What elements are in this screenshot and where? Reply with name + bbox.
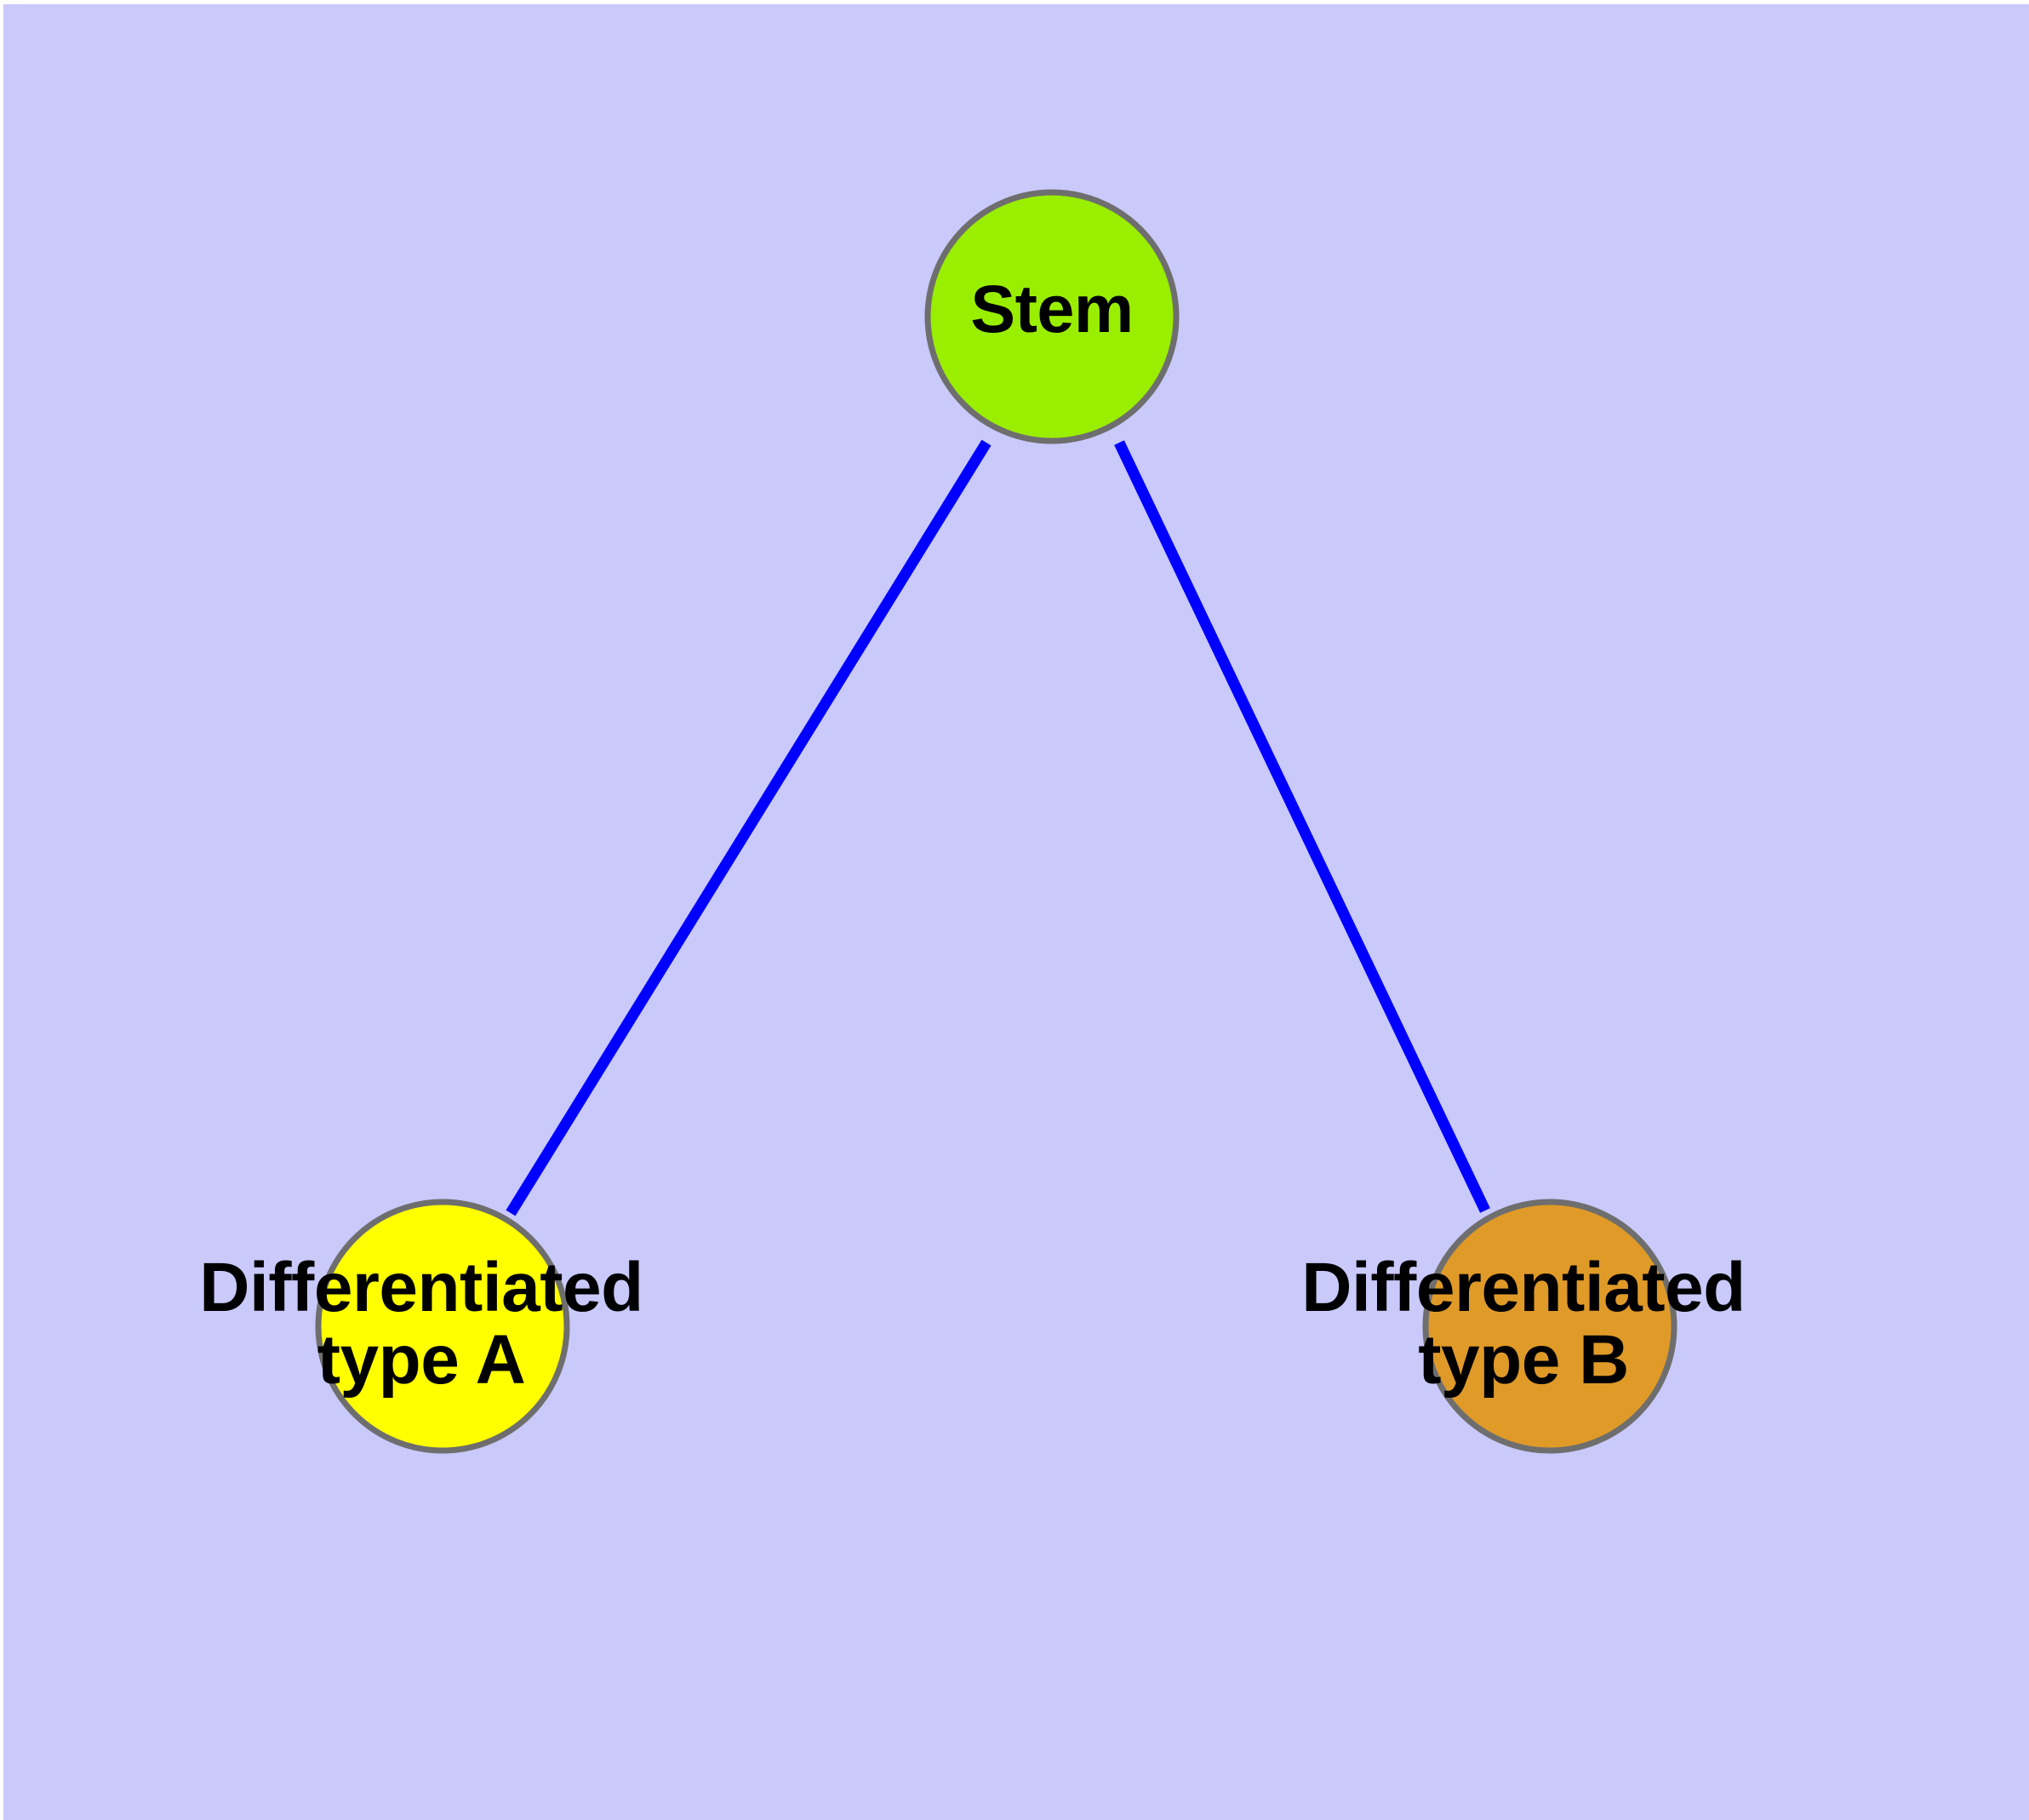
node-diff-b[interactable] xyxy=(1422,1199,1677,1454)
edge-layer xyxy=(506,439,1490,1216)
node-stem[interactable] xyxy=(924,189,1180,444)
edge-stem-to-diff-b xyxy=(1114,440,1490,1213)
node-diff-a[interactable] xyxy=(315,1199,570,1454)
node-layer xyxy=(315,189,1677,1454)
edge-stem-to-diff-a xyxy=(506,439,992,1216)
